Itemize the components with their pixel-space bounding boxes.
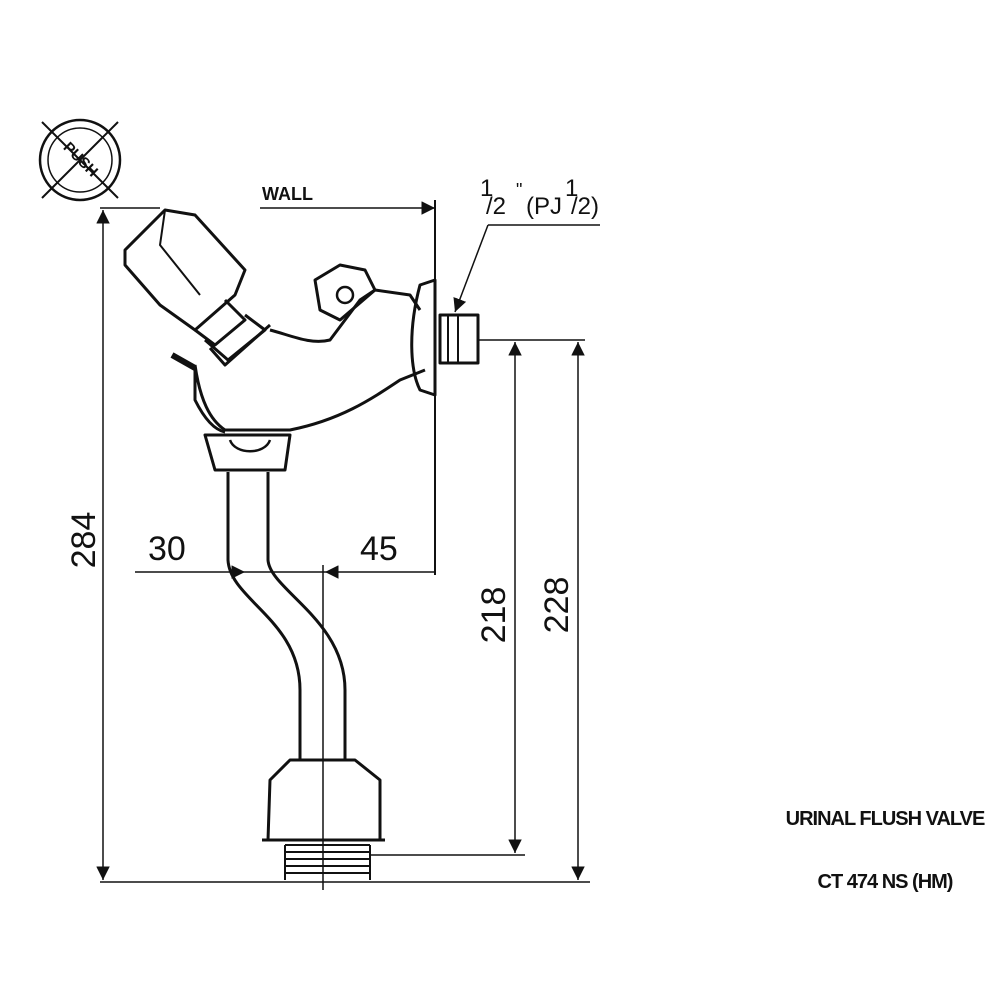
svg-text:(PJ: (PJ xyxy=(526,193,562,220)
dimension-284-label: 284 xyxy=(65,512,103,569)
dimension-offsets xyxy=(135,565,435,890)
thread-leader-arrow xyxy=(453,224,489,313)
svg-text:": " xyxy=(516,180,522,200)
dimension-228-label: 228 xyxy=(538,577,576,634)
wall-label: WALL xyxy=(262,184,313,204)
dimension-30-label: 30 xyxy=(148,530,186,568)
svg-text:/2: /2 xyxy=(486,193,506,220)
svg-text:/2): /2) xyxy=(571,193,599,220)
dimension-284 xyxy=(96,207,590,883)
title-line1: URINAL FLUSH VALVE xyxy=(786,808,985,830)
dimension-45-label: 45 xyxy=(360,530,398,568)
dimension-218-label: 218 xyxy=(475,587,513,644)
dimension-218 xyxy=(370,339,585,856)
svg-text:1: 1 xyxy=(565,175,578,202)
thread-label: 1 /2 " (PJ 1 /2) xyxy=(480,175,599,220)
title-line2: CT 474 NS (HM) xyxy=(818,871,953,893)
push-symbol-icon xyxy=(38,118,122,202)
svg-text:1: 1 xyxy=(480,175,493,202)
